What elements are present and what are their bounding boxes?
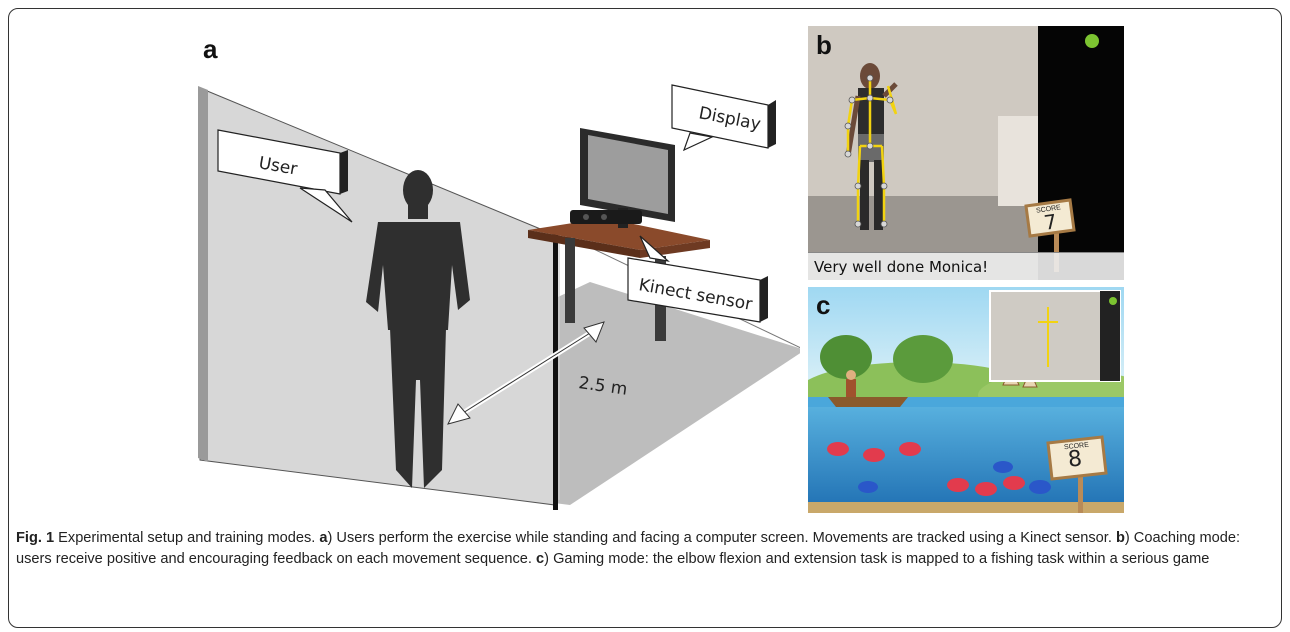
caption-intro: Experimental setup and training modes. — [54, 530, 320, 546]
table-leg-left — [565, 238, 575, 323]
fish-school — [827, 442, 1051, 496]
figure-number: Fig. 1 — [16, 530, 55, 546]
table-front — [528, 230, 640, 258]
caption-text-a: ) Users perform the exercise while stand… — [327, 530, 1116, 546]
panel-label-b: b — [816, 30, 832, 60]
panel-label-c: c — [816, 290, 831, 320]
setup-illustration: 2.5 m User Display Kinect sensor — [198, 84, 800, 510]
distance-arrow — [447, 321, 605, 425]
table-top — [528, 218, 710, 250]
caption-ref-c: c — [536, 551, 545, 567]
figure-caption: Fig. 1 Experimental setup and training m… — [16, 528, 1276, 570]
monitor-screen — [588, 135, 668, 214]
coaching-screenshot: SCORE 7 Very well done Monica! — [808, 26, 1124, 280]
panel-label-a: a — [203, 34, 218, 64]
figure-frame — [8, 8, 1282, 628]
caption-ref-a: a — [319, 530, 328, 546]
caption-text-b: ) Coaching mode: users receive positive … — [16, 530, 1241, 567]
left-wall-edge — [198, 86, 208, 462]
gaming-screenshot: SCORE 8 — [808, 287, 1124, 513]
user-callout: User — [217, 129, 353, 223]
camera-inset — [989, 290, 1121, 382]
display-callout: Display — [671, 84, 776, 152]
caption-ref-b: b — [1115, 530, 1125, 546]
corner-post — [553, 230, 558, 510]
caption-text-c: ) Gaming mode: the elbow flexion and ext… — [544, 551, 1210, 567]
score-sign-c — [1046, 435, 1108, 513]
score-value-c: 8 — [1066, 446, 1084, 473]
user-silhouette — [366, 170, 470, 488]
feedback-message: Very well done Monica! — [808, 252, 1124, 280]
